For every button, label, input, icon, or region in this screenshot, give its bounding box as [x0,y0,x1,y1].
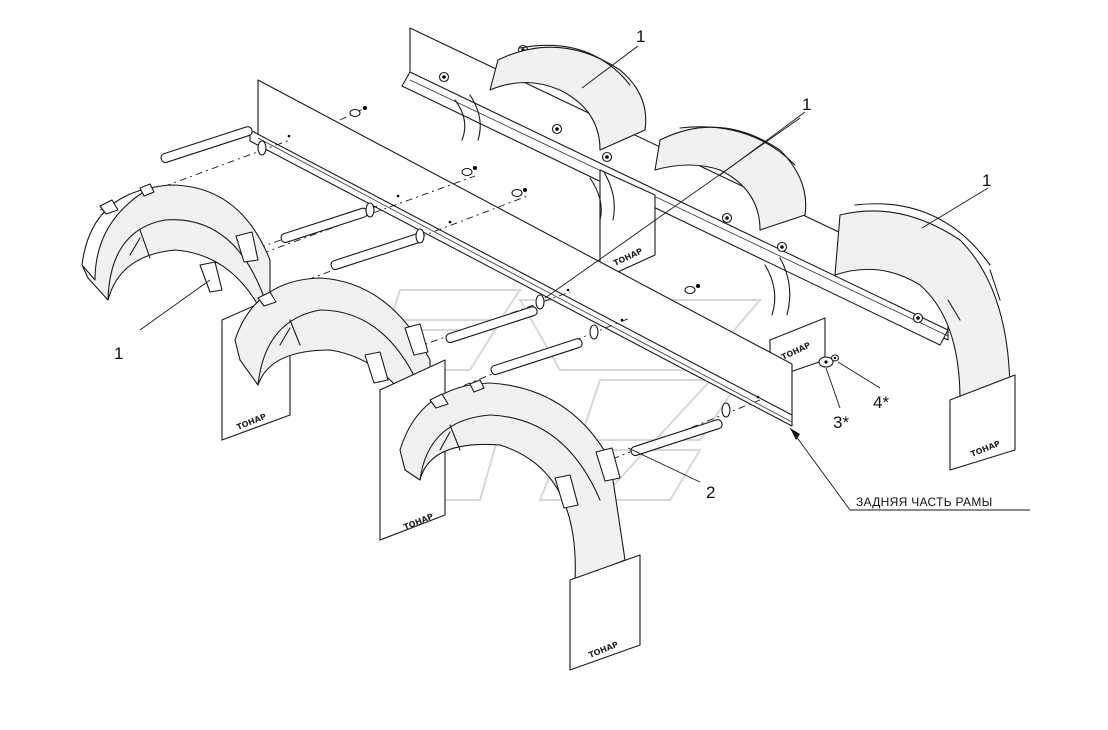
axle-rods [99,106,761,479]
fender-front-3: ТОНАР [399,379,641,671]
callout-fender-left: 1 [114,344,123,363]
callout-fender-top-right: 1 [982,171,991,190]
callout-fender-top-mid: 1 [802,95,811,114]
fender-back-3: ТОНАР [834,203,1016,471]
frame-label: ЗАДНЯЯ ЧАСТЬ РАМЫ [856,495,993,509]
callout-nut: 4* [873,393,889,412]
callout-fender-top-left: 1 [636,27,645,46]
leader-lines [139,45,1030,511]
left-frame-rail [249,79,793,427]
callout-axle-rod: 2 [706,483,715,502]
washer-and-nut [818,354,840,368]
callout-labels: 1 1 1 1 2 3* 4* ЗАДНЯЯ ЧАСТЬ РАМЫ [114,27,993,509]
fender-back-2: ТОНАР [589,126,807,281]
right-frame-rail [401,27,949,346]
callout-washer: 3* [833,413,849,432]
fender-back-mid-flap: ТОНАР [764,257,826,373]
fender-back-1 [454,44,647,151]
